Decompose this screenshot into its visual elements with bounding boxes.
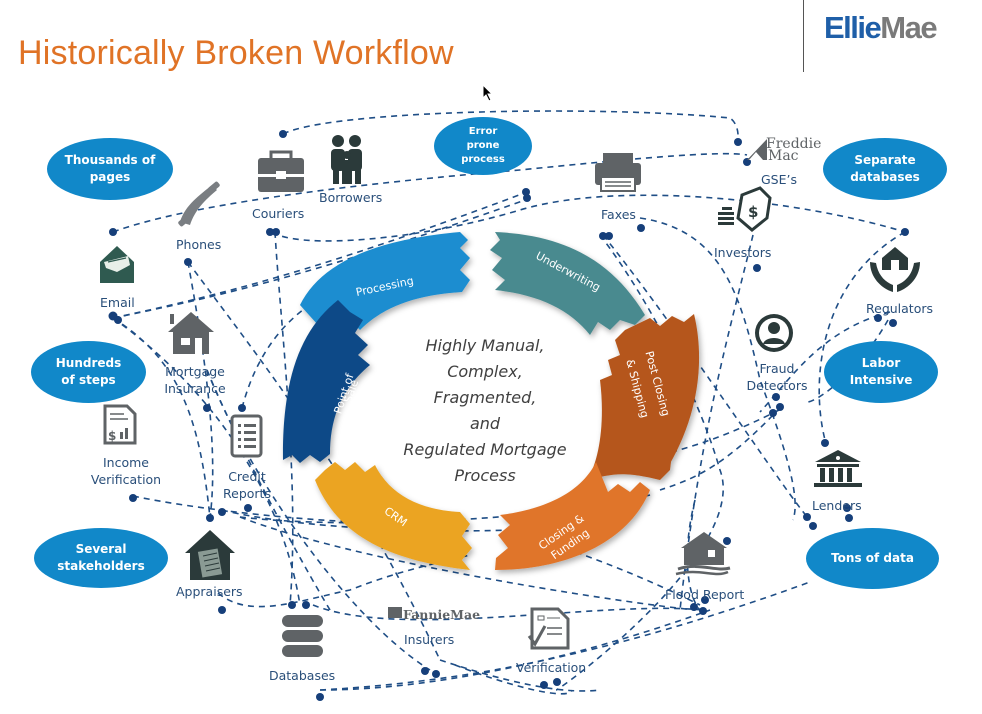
bank-icon [814, 450, 862, 487]
stage-closing [495, 462, 650, 570]
investor-shield-icon: $ [718, 186, 772, 232]
label-couriers: Couriers [252, 206, 305, 221]
stage-crm [315, 462, 472, 570]
logo-part-ellie: Ellie [824, 10, 882, 45]
slide-title: Historically Broken Workflow [18, 34, 454, 72]
center-line-2: Complex, [447, 362, 523, 381]
svg-text:Mac: Mac [768, 148, 799, 164]
svg-text:$: $ [748, 203, 758, 221]
center-line-4: and [469, 414, 501, 433]
income-document-icon: $ [103, 404, 137, 445]
bubble-thousands-of-pages: Thousands of pages [47, 138, 173, 200]
bubble-error-prone: Error prone process [434, 117, 532, 175]
email-icon [100, 246, 134, 283]
label-phones: Phones [176, 237, 222, 252]
label-credit-reports: Credit Reports [223, 469, 271, 501]
stage-underwriting [490, 232, 645, 335]
label-income-verification: Income Verification [90, 455, 162, 487]
family-icon [331, 135, 362, 184]
logo-part-mae: Mae [880, 10, 937, 45]
label-fraud-detectors: Fraud Detectors [746, 361, 808, 393]
stage-post-closing [587, 314, 700, 480]
bubble-tons-of-data: Tons of data [806, 528, 939, 589]
label-gses: GSE’s [761, 172, 798, 187]
center-line-6: Process [454, 466, 516, 485]
connector-dots [108, 130, 909, 701]
bubble-several-stakeholders: Several stakeholders [34, 528, 168, 588]
center-line-3: Fragmented, [433, 388, 537, 407]
header-divider [803, 0, 804, 72]
bubble-separate-databases: Separate databases [823, 138, 947, 200]
briefcase-icon [258, 150, 304, 192]
svg-text:$: $ [108, 429, 116, 443]
database-icon [282, 615, 323, 657]
label-lenders: Lenders [812, 498, 862, 513]
stage-point-of-sale [282, 300, 370, 463]
label-verification: Verification [516, 660, 587, 675]
regulator-hands-icon [870, 247, 920, 292]
label-borrowers: Borrowers [319, 190, 383, 205]
label-faxes: Faxes [601, 207, 636, 222]
credit-report-icon [230, 414, 263, 458]
bubble-hundreds-of-steps: Hundreds of steps [31, 341, 146, 403]
label-appraisers: Appraisers [176, 584, 243, 599]
mouse-cursor-icon [482, 84, 494, 102]
label-investors: Investors [714, 245, 772, 260]
fannie-mae-logo-icon: FannieMae [388, 607, 480, 622]
label-databases: Databases [269, 668, 336, 683]
bubble-labor-intensive: Labor Intensive [824, 341, 938, 403]
fax-printer-icon [595, 153, 641, 192]
verification-doc-icon [527, 607, 570, 650]
center-description: Highly Manual, Complex, Fragmented, and … [385, 333, 585, 489]
label-insurers: Insurers [404, 632, 455, 647]
elliemae-logo: EllieMae [824, 10, 938, 46]
label-flood-report: Flood Report [665, 587, 745, 602]
svg-text:FannieMae: FannieMae [403, 607, 480, 622]
label-mortgage-insurance: Mortgage Insurance [164, 364, 226, 396]
phone-icon [178, 181, 220, 227]
house-icon [168, 312, 214, 354]
appraisal-house-icon [185, 530, 235, 580]
label-email: Email [100, 295, 135, 310]
user-avatar-icon [755, 314, 793, 352]
flood-house-icon [675, 532, 731, 576]
svg-text:Freddie: Freddie [766, 136, 821, 152]
label-regulators: Regulators [866, 301, 934, 316]
center-line-5: Regulated Mortgage [403, 440, 567, 459]
center-line-1: Highly Manual, [425, 336, 545, 355]
